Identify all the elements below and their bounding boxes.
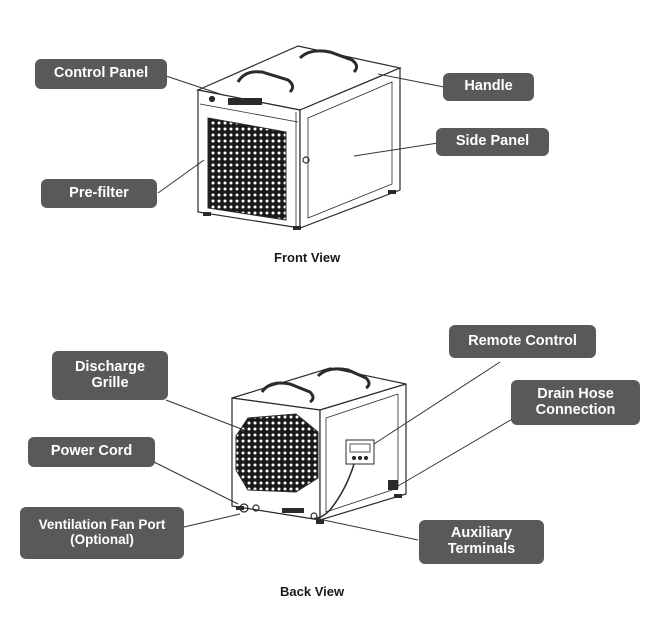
caption-front-view: Front View (274, 250, 341, 265)
label-remote-control: Remote Control (449, 325, 596, 358)
label-control-panel: Control Panel (35, 59, 167, 89)
front-unit (196, 45, 402, 230)
leader-lines (153, 73, 515, 541)
label-ventilation-fan-port: Ventilation Fan Port (Optional) (20, 507, 184, 559)
label-discharge-grille: Discharge Grille (52, 351, 168, 400)
label-handle: Handle (443, 73, 534, 101)
label-pre-filter: Pre-filter (41, 179, 157, 208)
back-unit (231, 367, 407, 524)
caption-back-view: Back View (280, 584, 345, 599)
label-auxiliary-terminals: Auxiliary Terminals (419, 520, 544, 564)
label-power-cord: Power Cord (28, 437, 155, 467)
label-drain-hose-connection: Drain Hose Connection (511, 380, 640, 425)
label-side-panel: Side Panel (436, 128, 549, 156)
